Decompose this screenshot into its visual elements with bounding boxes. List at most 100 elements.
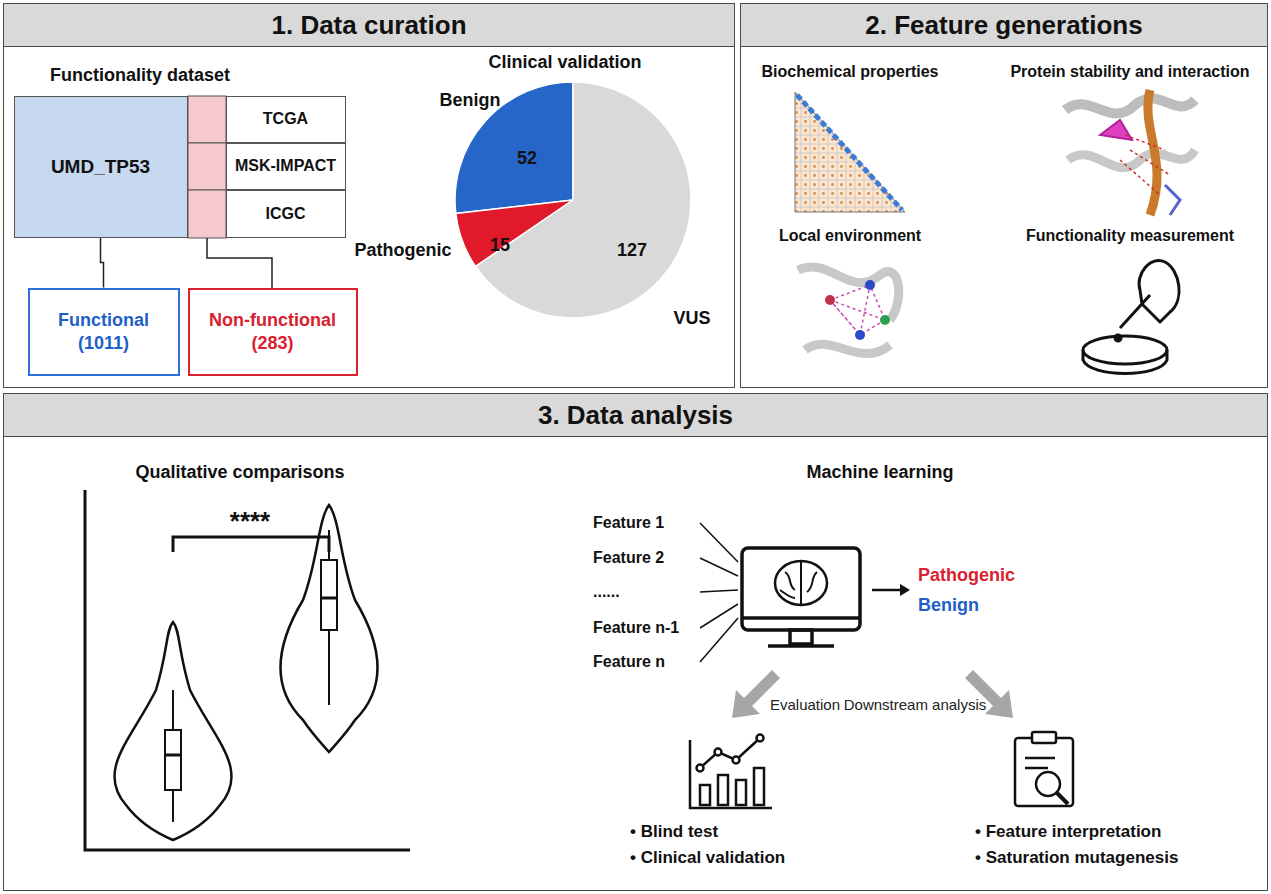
output-arrow-part <box>872 589 900 592</box>
panel-title: 2. Feature generations <box>865 10 1142 41</box>
chart-icon-part <box>690 740 772 808</box>
violin-plot-part <box>321 560 337 630</box>
dropper-illustration-part <box>1083 350 1167 374</box>
connector-line <box>101 238 104 288</box>
feature-lines-part <box>700 590 738 592</box>
feature-name: Feature 2 <box>593 549 664 567</box>
computer-icon-part <box>768 644 834 648</box>
matrix-illustration-part <box>797 95 902 210</box>
source-box: MSK-IMPACT <box>226 143 346 190</box>
clipboard-icon-part <box>1025 757 1055 760</box>
protein-illustration <box>1065 90 1195 215</box>
source-box: ICGC <box>226 190 346 238</box>
chart-icon <box>690 735 772 809</box>
output-class: Benign <box>918 595 979 616</box>
bullet-item: • Clinical validation <box>630 848 785 868</box>
local-environment-illustration-part <box>865 280 875 290</box>
protein-illustration-part <box>1165 185 1180 215</box>
local-environment-illustration-part <box>855 330 865 340</box>
chart-icon-part <box>718 775 728 805</box>
box-label: Functional (1011) <box>39 309 169 354</box>
local-environment-illustration-part <box>825 295 835 305</box>
violin-plot-part <box>173 537 329 552</box>
section-label: Clinical validation <box>488 52 641 73</box>
dropper-illustration <box>1083 261 1179 374</box>
pink-column-part <box>207 238 272 288</box>
box-label: TCGA <box>263 109 308 129</box>
chart-icon-part <box>715 749 722 756</box>
chart-icon-part <box>697 765 704 772</box>
chart-icon-part <box>736 780 746 805</box>
violin-plot-part <box>114 622 231 840</box>
protein-illustration-part <box>1120 135 1170 195</box>
slice-value: 52 <box>517 148 537 169</box>
chart-icon-part <box>754 768 764 805</box>
box-label: UMD_TP53 <box>51 155 150 179</box>
feature-heading: Functionality measurement <box>1026 227 1234 245</box>
clipboard-icon-part <box>1057 793 1068 804</box>
slice-label: Pathogenic <box>354 240 451 261</box>
protein-illustration-part <box>1065 99 1195 114</box>
computer-icon-part <box>742 616 860 620</box>
bullet-item: • Feature interpretation <box>975 822 1161 842</box>
violin-plot-part <box>165 754 181 757</box>
computer-icon-part <box>780 562 817 604</box>
computer-icon-part <box>775 561 827 605</box>
pink-column-part <box>188 96 226 143</box>
source-box: TCGA <box>226 96 346 143</box>
clipboard-icon-part <box>1036 772 1060 796</box>
class-box: Non-functional (283) <box>188 288 358 376</box>
dataset-box: UMD_TP53 <box>14 96 188 238</box>
feature-lines <box>700 523 738 662</box>
box-label: MSK-IMPACT <box>235 156 336 176</box>
feature-name: Feature n <box>593 653 665 671</box>
protein-illustration-part <box>1100 120 1132 140</box>
branch-label: Downstream analysis <box>844 696 987 713</box>
slice-label: Benign <box>440 90 501 111</box>
chart-icon-part <box>733 757 740 764</box>
section-label: Qualitative comparisons <box>135 462 344 483</box>
panel-header: 1. Data curation <box>4 4 734 47</box>
computer-icon-part <box>742 548 860 630</box>
protein-illustration-part <box>1148 90 1157 215</box>
local-environment-illustration <box>798 267 899 354</box>
panel-header: 3. Data analysis <box>4 394 1267 437</box>
pie-chart <box>455 82 691 318</box>
chart-icon-part <box>700 785 710 805</box>
class-box: Functional (1011) <box>28 288 180 376</box>
slice-value: 127 <box>617 240 647 261</box>
section-label: Machine learning <box>806 462 953 483</box>
feature-lines-part <box>700 558 738 576</box>
chart-icon-part <box>700 738 760 768</box>
feature-name: Feature n-1 <box>593 619 679 637</box>
feature-lines-part <box>700 618 738 662</box>
violin-plot <box>85 490 410 850</box>
bullet-item: • Blind test <box>630 822 718 842</box>
branch-label: Evaluation <box>770 696 840 713</box>
local-environment-illustration-part <box>805 344 890 353</box>
dropper-illustration-part <box>1120 261 1179 328</box>
slice-value: 15 <box>490 235 510 256</box>
violin-plot-part <box>321 597 337 600</box>
output-arrow <box>872 584 910 596</box>
dropper-illustration-part <box>1115 335 1121 341</box>
branch-arrows <box>732 668 1013 718</box>
section-label: Functionality dataset <box>50 65 230 86</box>
pie-chart-part <box>476 82 691 318</box>
panel: 2. Feature generations <box>740 3 1268 388</box>
panel-header: 2. Feature generations <box>741 4 1267 47</box>
pink-column-part <box>188 143 226 190</box>
dropper-illustration-part <box>1083 336 1167 364</box>
local-environment-illustration-part <box>830 285 885 335</box>
box-label: Non-functional (283) <box>203 309 343 354</box>
bullet-item: • Saturation mutagenesis <box>975 848 1178 868</box>
feature-heading: Protein stability and interaction <box>1010 63 1249 81</box>
matrix-illustration <box>795 92 905 212</box>
pink-column-part <box>188 190 226 238</box>
feature-name: Feature 1 <box>593 514 664 532</box>
clipboard-icon-part <box>1032 732 1056 743</box>
significance-mark: **** <box>230 507 270 537</box>
feature-heading: Local environment <box>779 227 921 245</box>
